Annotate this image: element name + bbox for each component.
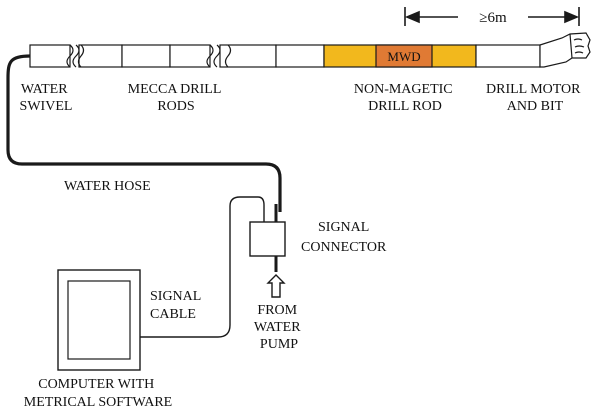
from-pump-label: FROM WATER PUMP	[254, 303, 304, 352]
drill-string	[29, 32, 591, 68]
distance-dimension	[404, 7, 580, 26]
signal-cable-label: SIGNAL CABLE	[150, 289, 204, 322]
drill-motor-segment	[475, 44, 541, 68]
water-swivel-segment	[29, 44, 71, 68]
drill-rods-label: MECCA DRILL RODS	[128, 82, 225, 114]
computer-label: COMPUTER WITH METRICAL SOFTWARE	[24, 377, 172, 410]
mwd-tool	[375, 44, 433, 68]
drill-rod-segment	[121, 44, 171, 68]
drill-rod-segment	[78, 44, 123, 68]
computer-monitor-icon	[57, 269, 141, 371]
drill-rod-segment	[169, 44, 211, 68]
distance-label: ≥6m	[479, 10, 507, 26]
mwd-label: MWD	[387, 49, 420, 64]
pump-arrow-icon	[266, 274, 286, 298]
water-hose	[6, 54, 282, 212]
drill-motor-label: DRILL MOTOR AND BIT	[486, 82, 584, 114]
signal-connector-label: SIGNAL CONNECTOR	[301, 220, 387, 255]
signal-cable	[140, 196, 265, 338]
water-swivel-label: WATER SWIVEL	[20, 82, 73, 114]
signal-connector	[249, 221, 286, 257]
drill-rod-segment	[275, 44, 325, 68]
nonmagnetic-label: NON-MAGETIC DRILL ROD	[354, 82, 456, 114]
water-hose-label: WATER HOSE	[64, 179, 151, 194]
drill-bit	[539, 32, 591, 68]
